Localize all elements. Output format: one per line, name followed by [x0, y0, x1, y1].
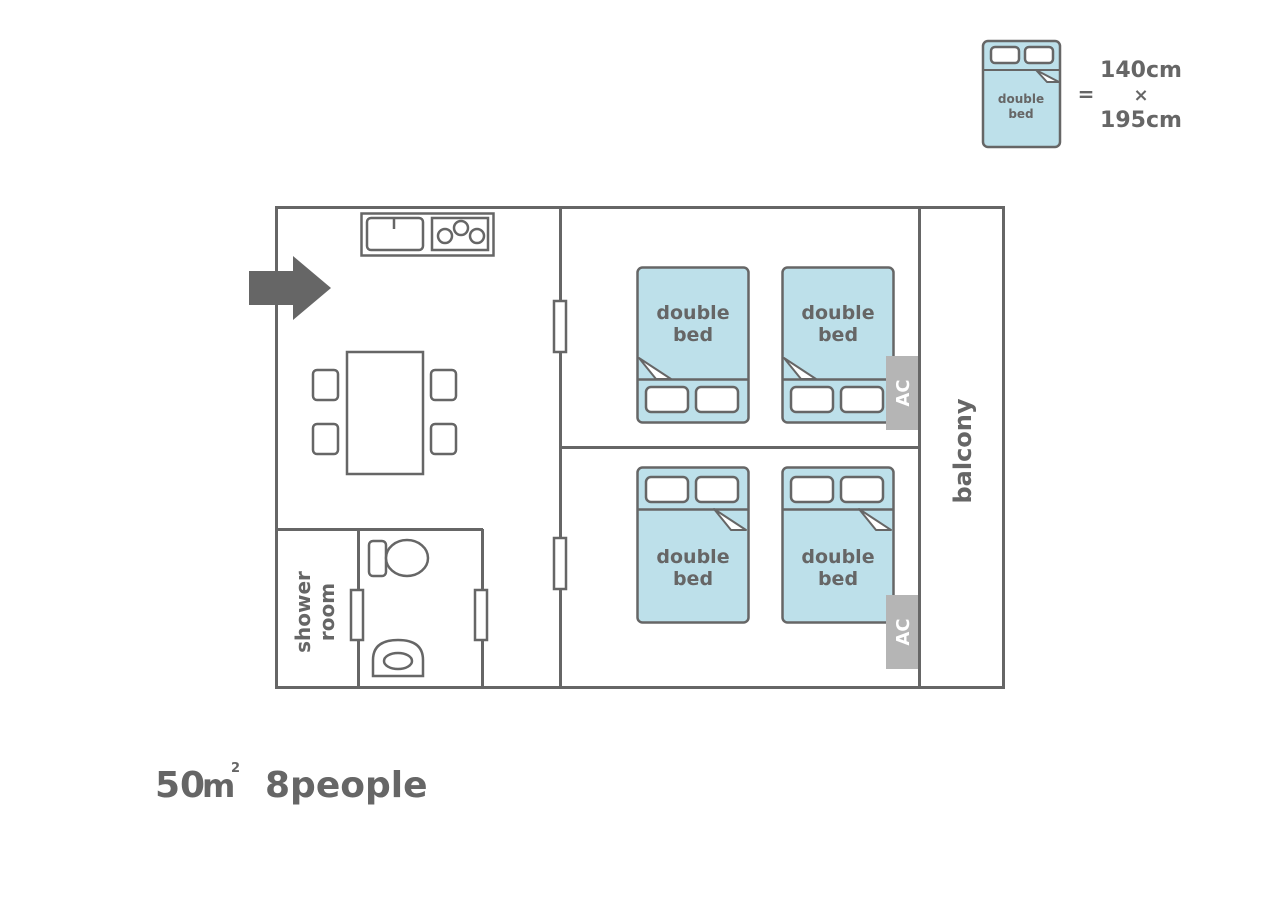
bed-3-label-1: double [656, 546, 729, 568]
doors [349, 299, 568, 642]
legend-width: 140cm [1100, 58, 1182, 83]
door-bedroom-top [552, 299, 568, 354]
toilet-room [367, 538, 430, 678]
bed-3-fold [713, 508, 747, 531]
bed-2-label-2: bed [818, 324, 858, 346]
door-shower [349, 588, 365, 642]
burner-left [436, 227, 454, 245]
legend-fold [1035, 69, 1060, 83]
area-unit: m [202, 767, 235, 805]
bed-4-label-2: bed [818, 568, 858, 590]
bed-4-fold [858, 508, 892, 531]
legend-length: 195cm [1100, 108, 1182, 133]
legend-bed-label-1: double [998, 92, 1044, 106]
ac-unit-1-body [886, 356, 918, 430]
bed-2-frame [781, 266, 895, 424]
ac-unit-1: AC [886, 356, 918, 430]
toilet-icon [384, 538, 430, 578]
bed-3-frame [636, 466, 750, 624]
bed-2-pillow-left [789, 385, 835, 414]
bed-1-pillow-right [694, 385, 740, 414]
legend-pillow-right [1023, 45, 1055, 65]
bed-4: double bed [781, 466, 895, 624]
bed-2-fold [783, 357, 817, 380]
burner-middle [452, 219, 470, 237]
shower-room: shower room [291, 571, 339, 653]
bed-1-frame [636, 266, 750, 424]
balcony-label: balcony [949, 398, 977, 503]
dining-table [345, 350, 425, 476]
legend: double bed = 140cm × 195cm [981, 39, 1182, 149]
capacity: 8people [265, 765, 428, 806]
bed-1-fold [638, 357, 672, 380]
chair-left-bottom [311, 422, 340, 456]
bed-1-pillow-left [644, 385, 690, 414]
legend-bed-label-2: bed [1008, 107, 1033, 121]
ac-unit-2: AC [886, 595, 918, 669]
outer-wall [275, 206, 1005, 689]
ac-unit-1-label: AC [893, 379, 914, 406]
legend-pillow-left [989, 45, 1021, 65]
entrance-arrow-icon [249, 256, 331, 320]
legend-equals: = [1078, 82, 1095, 106]
legend-bed-icon [981, 39, 1062, 149]
toilet-tank [367, 539, 388, 578]
bed-4-pillow-left [789, 475, 835, 504]
chair-left-top [311, 368, 340, 402]
dining-set [311, 350, 458, 476]
chair-right-bottom [429, 422, 458, 456]
door-toilet [473, 588, 489, 642]
bed-3-label-2: bed [673, 568, 713, 590]
bed-3: double bed [636, 466, 750, 624]
shower-room-label-2: room [315, 583, 339, 641]
bed-1-label-1: double [656, 302, 729, 324]
bed-2-label-1: double [801, 302, 874, 324]
bed-3-pillow-right [694, 475, 740, 504]
bed-2-pillow-right [839, 385, 885, 414]
door-bedroom-bottom [552, 536, 568, 591]
burner-right [468, 227, 486, 245]
bed-4-frame [781, 466, 895, 624]
bed-1-label-2: bed [673, 324, 713, 346]
bed-2: double bed [781, 266, 895, 424]
bed-1: double bed [636, 266, 750, 424]
ac-unit-2-label: AC [893, 618, 914, 645]
shower-room-label-1: shower [291, 571, 315, 653]
area-number: 50 [155, 765, 205, 806]
chair-right-top [429, 368, 458, 402]
area-superscript: 2 [231, 761, 240, 776]
legend-times: × [1133, 85, 1148, 106]
summary: 50 m 2 8people [155, 761, 428, 806]
bed-4-pillow-right [839, 475, 885, 504]
washbasin-bowl [382, 651, 414, 671]
ac-unit-2-body [886, 595, 918, 669]
bed-3-pillow-left [644, 475, 690, 504]
kitchen-counter [360, 212, 495, 257]
bed-4-label-1: double [801, 546, 874, 568]
